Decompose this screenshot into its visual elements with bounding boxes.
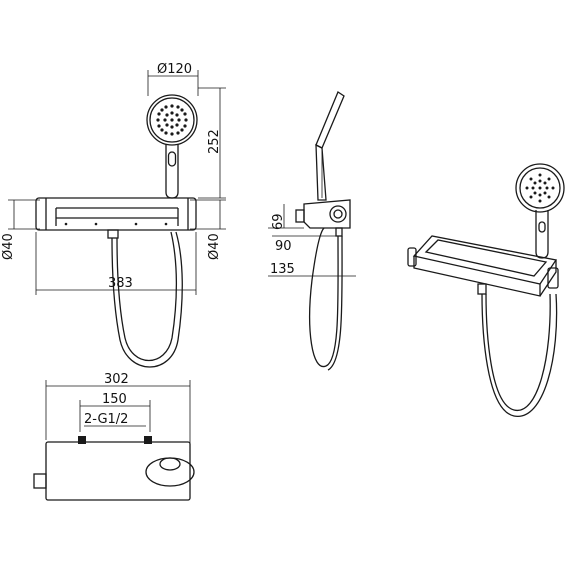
width-label: 383 bbox=[108, 276, 133, 291]
hose-front bbox=[111, 231, 183, 368]
side-dim-90-label: 90 bbox=[275, 239, 292, 254]
head-diameter-label: Ø120 bbox=[157, 62, 192, 77]
connection-label: 2-G1/2 bbox=[84, 412, 128, 427]
top-width-label: 302 bbox=[104, 372, 129, 387]
thermostat-bar-front bbox=[35, 197, 197, 239]
spacing-label: 150 bbox=[102, 392, 127, 407]
side-view: 69 90 135 bbox=[268, 91, 356, 371]
side-dim-69-label: 69 bbox=[271, 213, 286, 230]
perspective-view bbox=[407, 163, 565, 417]
left-diameter-label: Ø40 bbox=[1, 233, 16, 260]
top-view: 302 150 2-G1/2 bbox=[33, 372, 195, 501]
front-view: Ø120 252 bbox=[1, 62, 226, 368]
height-label: 252 bbox=[207, 129, 222, 154]
side-dim-135-label: 135 bbox=[270, 262, 295, 277]
shower-head-front bbox=[146, 94, 198, 199]
right-diameter-label: Ø40 bbox=[207, 233, 222, 260]
